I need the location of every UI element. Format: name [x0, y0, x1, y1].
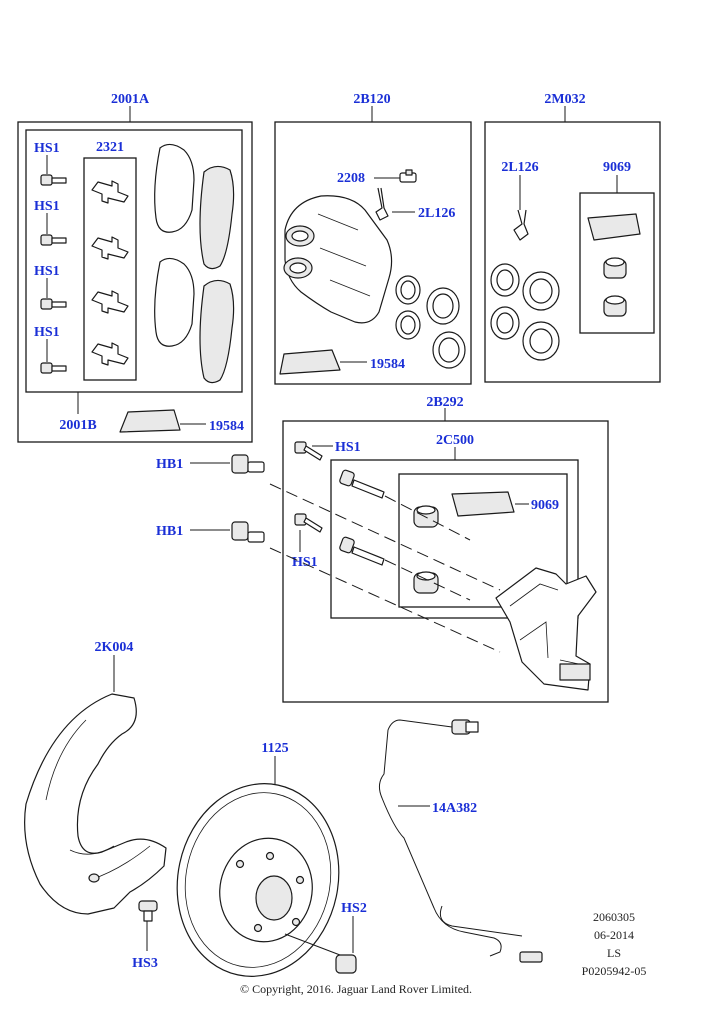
brake-pad-icons	[154, 143, 235, 384]
bolt-icon	[335, 954, 357, 974]
guide-pin-icon	[339, 469, 385, 499]
drawing-reference: P0205942-05	[582, 964, 647, 978]
clip-icon	[91, 180, 129, 204]
label-19584[interactable]: 19584	[209, 419, 244, 434]
label-2K004[interactable]: 2K004	[95, 640, 134, 655]
brake-pad-icon	[199, 165, 235, 270]
label-1125[interactable]: 1125	[261, 741, 288, 756]
bleed-screw-icon	[399, 169, 417, 183]
label-2L126[interactable]: 2L126	[418, 206, 455, 221]
label-2001A[interactable]: 2001A	[111, 92, 150, 107]
label-19584[interactable]: 19584	[370, 357, 405, 372]
label-hs1[interactable]: HS1	[292, 555, 318, 570]
carrier-bracket-icon	[495, 567, 597, 691]
bushing-icon	[413, 571, 439, 594]
label-hs1[interactable]: HS1	[34, 141, 60, 156]
label-2L126[interactable]: 2L126	[501, 160, 538, 175]
pad-kit-outer-box	[17, 121, 253, 443]
bushing-icon	[603, 257, 627, 279]
label-hs1[interactable]: HS1	[34, 199, 60, 214]
clip-icon	[91, 236, 129, 260]
bolt-icon	[231, 521, 265, 543]
drawing-code: 2060305	[593, 910, 635, 924]
pad-kit-group: 2001A HS1 HS1 HS1 HS1	[17, 92, 253, 443]
wear-sensor-icon	[378, 719, 543, 963]
label-9069[interactable]: 9069	[603, 160, 631, 175]
drawing-model: LS	[607, 946, 621, 960]
bolt-icon	[40, 298, 67, 310]
label-hb1[interactable]: HB1	[156, 457, 183, 472]
seal-ring-icons	[490, 263, 560, 361]
wear-sensor-group: 14A382	[378, 719, 543, 963]
label-2B120[interactable]: 2B120	[353, 92, 390, 107]
label-2321[interactable]: 2321	[96, 140, 124, 155]
clip-icon	[91, 342, 129, 366]
copyright-text: © Copyright, 2016. Jaguar Land Rover Lim…	[240, 982, 472, 996]
label-hs2[interactable]: HS2	[341, 901, 367, 916]
pad-bolts: HS1 HS1 HS1 HS1	[34, 141, 67, 374]
bolt-icon	[294, 441, 323, 461]
dust-cap-icon	[375, 187, 389, 221]
caliper-body-icon	[283, 195, 393, 324]
label-2208[interactable]: 2208	[337, 171, 365, 186]
guide-pin-icon	[339, 536, 385, 566]
caliper-box	[274, 121, 472, 385]
drawing-metadata: 2060305 06-2014 LS P0205942-05 © Copyrig…	[240, 910, 646, 996]
seal-kit-box	[484, 121, 661, 383]
label-2C500[interactable]: 2C500	[436, 433, 474, 448]
dust-shield-icon	[24, 693, 167, 915]
label-2B292[interactable]: 2B292	[426, 395, 463, 410]
bushing-icon	[413, 505, 439, 528]
grease-bushing-box	[398, 473, 568, 608]
bolt-icon	[40, 234, 67, 246]
pad-kit-inner-box	[25, 129, 243, 393]
brake-pad-icon	[154, 143, 195, 233]
bolt-icon	[294, 513, 323, 533]
label-2001B[interactable]: 2001B	[59, 418, 96, 433]
grease-sachet-icon	[587, 213, 641, 241]
clip-icons	[91, 180, 129, 366]
brake-disc-icon	[176, 783, 340, 977]
bolt-icon	[40, 362, 67, 374]
hb1-bolts: HB1 HB1	[156, 454, 265, 543]
grease-sachet-icon	[279, 349, 341, 375]
label-14A382[interactable]: 14A382	[432, 801, 477, 816]
grease-sachet-icon	[451, 491, 515, 517]
label-hs1[interactable]: HS1	[34, 325, 60, 340]
drawing-date: 06-2014	[594, 928, 634, 942]
brake-disc-group: 1125 HS2	[176, 741, 367, 977]
dust-shield-group: 2K004 HS3	[24, 640, 167, 971]
label-hs1[interactable]: HS1	[34, 264, 60, 279]
dust-cap-icon	[513, 209, 529, 241]
label-hb1[interactable]: HB1	[156, 524, 183, 539]
grease-sachet-icon	[119, 409, 181, 433]
carrier-group: 2B292 HS1 HS1 2C500 9069	[269, 395, 609, 703]
clip-icon	[91, 290, 129, 314]
label-hs3[interactable]: HS3	[132, 956, 158, 971]
bolt-icon	[231, 454, 265, 474]
caliper-group: 2B120 2208 2L126	[274, 92, 472, 385]
brake-pad-icon	[154, 257, 195, 347]
seal-kit-group: 2M032 2L126 9069	[484, 92, 661, 383]
label-hs1[interactable]: HS1	[335, 440, 361, 455]
bolt-icon	[138, 900, 158, 922]
piston-seal-icons	[395, 275, 466, 369]
clip-box	[83, 157, 137, 381]
bushing-icon	[603, 295, 627, 317]
brake-pad-icon	[199, 279, 235, 384]
label-2M032[interactable]: 2M032	[544, 92, 585, 107]
bolt-icon	[40, 174, 67, 186]
label-9069[interactable]: 9069	[531, 498, 559, 513]
